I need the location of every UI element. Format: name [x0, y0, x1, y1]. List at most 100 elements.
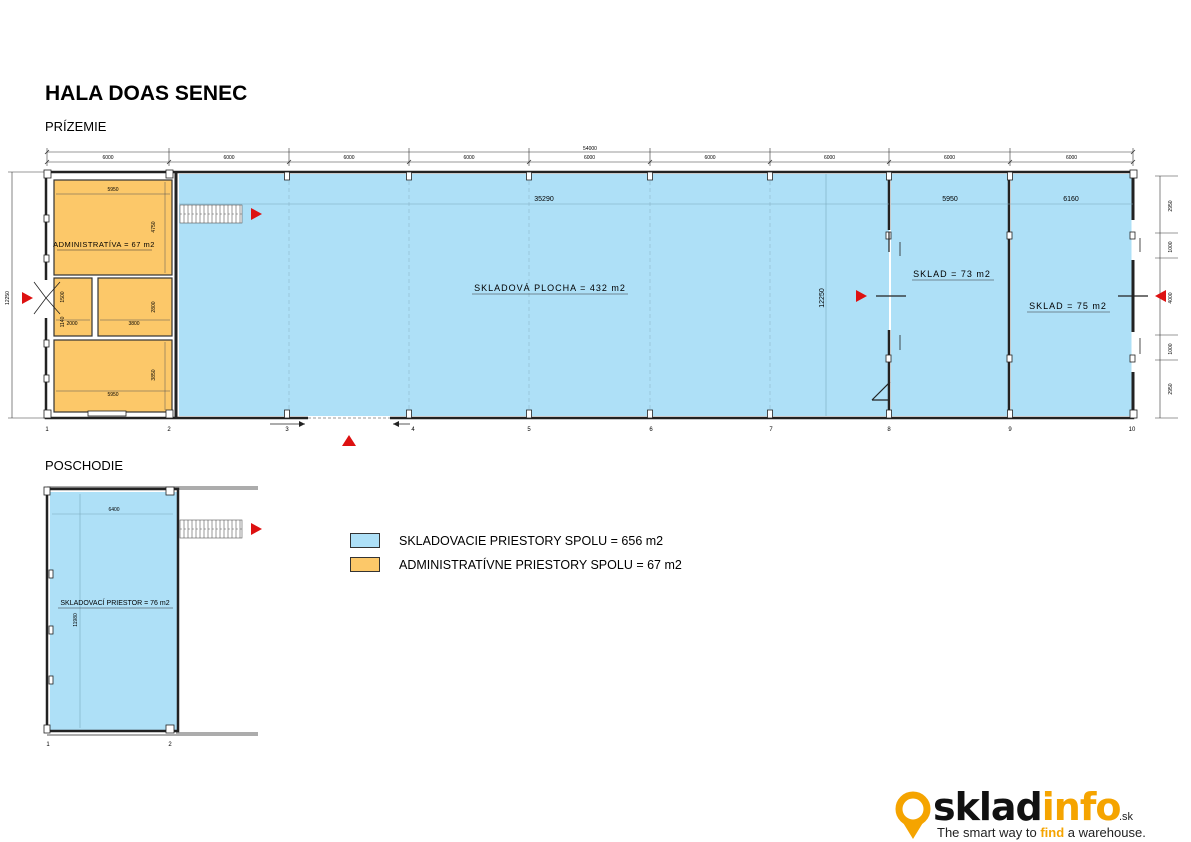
- dim-height-mid: 12250: [819, 288, 826, 308]
- dim-bay-2: 6000: [223, 155, 234, 161]
- dim-admin-top-h: 4750: [151, 221, 157, 232]
- sklad-2-area: [1011, 174, 1133, 416]
- column: [43, 339, 50, 348]
- column: [43, 214, 50, 223]
- dim-admin-top-w: 5950: [107, 187, 118, 193]
- storage-main-area: [179, 174, 889, 416]
- column: [43, 374, 50, 383]
- ground-floor-label: PRÍZEMIE: [45, 119, 107, 134]
- dim-bay-4: 6000: [463, 155, 474, 161]
- dim-main-width: 35290: [534, 196, 554, 203]
- column: [647, 171, 653, 181]
- admin-room-bottom: [53, 339, 173, 413]
- column: [284, 171, 290, 181]
- stairs-ground: [179, 204, 243, 224]
- dim-bay-6: 6000: [704, 155, 715, 161]
- logo-suffix: .sk: [1119, 811, 1134, 823]
- column: [1007, 409, 1013, 419]
- dim-height-left: 12250: [5, 291, 11, 305]
- dim-bay-5: 6000: [584, 155, 595, 161]
- dim-right-5: 2950: [1168, 383, 1174, 394]
- dim-right-2: 1000: [1168, 241, 1174, 252]
- dim-admin-mid-small-h: 1500: [60, 291, 66, 302]
- dim-bay-9: 6000: [1066, 155, 1077, 161]
- axis-label-8: 8: [887, 427, 891, 433]
- stairs-upper: [179, 519, 243, 539]
- upper-axis-1: 1: [46, 742, 50, 748]
- label-sklad-1: SKLAD = 73 m2: [913, 269, 991, 279]
- column: [43, 409, 52, 419]
- axis-label-2: 2: [167, 427, 171, 433]
- column: [1006, 231, 1013, 240]
- axis-label-4: 4: [411, 427, 415, 433]
- dim-admin-left-h: 1140: [60, 316, 66, 327]
- dim-upper-h: 11980: [73, 613, 79, 627]
- left-dimension: [8, 171, 45, 419]
- page-title: HALA DOAS SENEC: [45, 82, 248, 105]
- logo-tagline: The smart way to find a warehouse.: [937, 825, 1146, 840]
- column: [767, 171, 773, 181]
- upper-walls: [45, 486, 258, 736]
- column: [43, 169, 52, 179]
- dim-admin-bot-h: 3850: [151, 369, 157, 380]
- dim-right-1: 2950: [1168, 200, 1174, 211]
- column: [165, 409, 174, 419]
- location-pin-icon: [895, 791, 931, 839]
- admin-room-left: [53, 277, 93, 337]
- admin-entrance: [33, 280, 127, 417]
- admin-dimension-lines: [56, 182, 170, 410]
- dim-bay-8: 6000: [944, 155, 955, 161]
- dim-right-4: 1000: [1168, 343, 1174, 354]
- legend-label-admin: ADMINISTRATÍVNE PRIESTORY SPOLU = 67 m2: [399, 558, 682, 572]
- dim-total: 54000: [583, 146, 597, 152]
- column: [1129, 169, 1138, 179]
- column: [885, 354, 892, 363]
- column: [886, 409, 892, 419]
- axis-label-3: 3: [285, 427, 289, 433]
- top-dimensions: [44, 148, 1136, 166]
- admin-room-top: [53, 179, 173, 276]
- label-sklad-2: SKLAD = 75 m2: [1029, 301, 1107, 311]
- column: [526, 409, 532, 419]
- legend-swatch-storage: [350, 533, 380, 548]
- axis-label-6: 6: [649, 427, 653, 433]
- dim-bay-7: 6000: [824, 155, 835, 161]
- gate-bottom: [270, 416, 410, 427]
- upper-columns: [43, 486, 175, 734]
- upper-axis-2: 2: [168, 742, 172, 748]
- upper-floor-label: POSCHODIE: [45, 458, 124, 473]
- axis-label-1: 1: [45, 427, 49, 433]
- dim-sklad2-width: 6160: [1063, 196, 1079, 203]
- column: [1129, 354, 1136, 363]
- column: [1006, 354, 1013, 363]
- label-storage-main: SKLADOVÁ PLOCHA = 432 m2: [474, 283, 626, 293]
- label-admin: ADMINISTRATÍVA = 67 m2: [53, 240, 155, 249]
- legend-swatch-admin: [350, 557, 380, 572]
- column: [284, 409, 290, 419]
- dim-admin-bot-w: 5950: [107, 392, 118, 398]
- dim-upper-w: 6400: [108, 507, 119, 513]
- dim-sklad1-width: 5950: [942, 196, 958, 203]
- column: [43, 254, 50, 263]
- axis-label-5: 5: [527, 427, 531, 433]
- column: [526, 171, 532, 181]
- column: [767, 409, 773, 419]
- dim-admin-mid-w: 3800: [128, 321, 139, 327]
- column: [1007, 171, 1013, 181]
- grid-lines: [179, 174, 1133, 416]
- upper-storage-area: [50, 492, 178, 730]
- column: [406, 409, 412, 419]
- entrance-markers: [22, 208, 1166, 535]
- dim-bay-3: 6000: [343, 155, 354, 161]
- column: [1129, 231, 1136, 240]
- logo-wordmark: skladinfo: [933, 785, 1121, 829]
- axis-label-9: 9: [1008, 427, 1012, 433]
- dim-right-3: 4000: [1168, 292, 1174, 303]
- dim-bay-1: 6000: [102, 155, 113, 161]
- admin-room-mid: [97, 277, 173, 337]
- dim-admin-left-w: 2000: [66, 321, 77, 327]
- column: [886, 171, 892, 181]
- doors: [871, 232, 1148, 401]
- column: [647, 409, 653, 419]
